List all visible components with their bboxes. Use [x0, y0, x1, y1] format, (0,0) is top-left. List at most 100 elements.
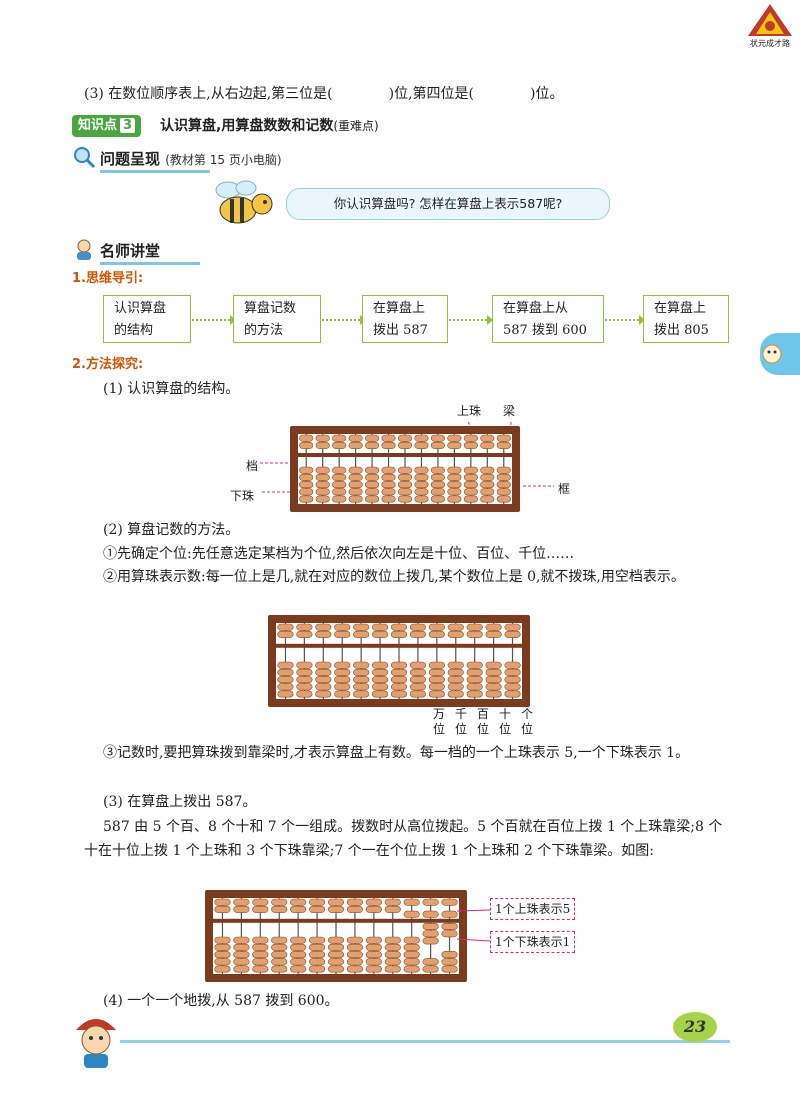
abacus-bead-lower	[334, 676, 351, 684]
abacus-bead-lower	[485, 668, 502, 676]
abacus-bead-lower	[384, 965, 401, 973]
abacus-bead-lower	[485, 690, 502, 698]
kp-number: 3	[120, 118, 136, 133]
abacus-bead-lower	[332, 481, 347, 489]
abacus-bead-lower	[422, 965, 439, 973]
abacus-bead-lower	[381, 488, 396, 496]
bee-mascot-icon	[210, 178, 280, 228]
abacus-bead-lower	[466, 683, 483, 691]
abacus-bead-lower	[348, 481, 363, 489]
abacus-bead-lower	[414, 481, 429, 489]
abacus-bead-upper	[334, 630, 351, 638]
abacus-bead-lower	[384, 943, 401, 951]
abacus-bead-upper	[422, 898, 439, 906]
place-label-ge: 个位	[520, 707, 533, 736]
place-label-shi: 十位	[498, 707, 511, 736]
abacus-bead-upper	[496, 441, 511, 449]
abacus-bead-lower	[315, 488, 330, 496]
teacher-icon	[72, 237, 96, 261]
abacus-bead-lower	[353, 683, 370, 691]
abacus-bead-lower	[414, 466, 429, 474]
abacus-bead-upper	[315, 441, 330, 449]
abacus-bead-upper	[409, 623, 426, 631]
abacus-bead-lower	[353, 668, 370, 676]
abacus-bead-upper	[346, 898, 363, 906]
abacus-bead-lower	[277, 683, 294, 691]
abacus-bead-lower	[480, 466, 495, 474]
abacus-bead-lower	[271, 951, 288, 959]
abacus-bead-lower	[309, 951, 326, 959]
abacus-bead-lower	[403, 936, 420, 944]
abacus-bead-lower	[496, 481, 511, 489]
abacus-bead-lower	[430, 466, 445, 474]
abacus-bead-lower	[299, 488, 314, 496]
abacus-bead-lower	[277, 676, 294, 684]
abacus-bead-upper	[485, 623, 502, 631]
abacus-bead-lower	[334, 668, 351, 676]
abacus-bead-upper	[504, 630, 521, 638]
abacus-bead-lower	[409, 668, 426, 676]
abacus-bead-upper	[480, 434, 495, 442]
abacus-bead-upper	[327, 898, 345, 906]
abacus-bead-lower	[441, 930, 458, 938]
flow-step-5: 在算盘上拨出 805	[643, 295, 729, 343]
abacus-bead-lower	[466, 661, 483, 669]
abacus-bead-lower	[441, 922, 458, 930]
abacus-bead-lower	[430, 481, 445, 489]
flow-line: 的方法	[244, 323, 284, 338]
abacus-bead-upper	[390, 623, 408, 631]
abacus-bead-upper	[384, 905, 401, 913]
abacus-bead-upper	[504, 623, 521, 631]
abacus-bead-lower	[463, 488, 478, 496]
page-number: 23	[673, 1012, 717, 1042]
abacus-bead-upper	[463, 441, 478, 449]
abacus-bead-lower	[447, 676, 464, 684]
abacus-bead-lower	[365, 473, 380, 481]
abacus-bead-lower	[290, 951, 307, 959]
label-lower-bead: 下珠	[230, 489, 255, 503]
abacus-bead-lower	[252, 965, 269, 973]
abacus-bead-lower	[480, 473, 495, 481]
callout-lower-bead: 1个下珠表示1	[490, 931, 576, 953]
abacus-bead-lower	[277, 668, 294, 676]
flow-step-2: 算盘记数的方法	[233, 295, 321, 343]
abacus-bead-lower	[309, 958, 326, 966]
abacus-bead-lower	[447, 661, 464, 669]
abacus-bead-lower	[365, 481, 380, 489]
abacus-bead-lower	[397, 466, 413, 474]
abacus-bead-lower	[409, 683, 426, 691]
abacus-bead-upper	[296, 630, 313, 638]
abacus-bead-lower	[296, 668, 313, 676]
abacus-bead-lower	[447, 495, 462, 503]
abacus-bead-lower	[332, 495, 347, 503]
abacus-bead-upper	[441, 910, 458, 918]
flow-line: 在算盘上	[654, 301, 707, 316]
kp-hint: (重难点)	[333, 119, 379, 133]
abacus-bead-lower	[290, 936, 307, 944]
abacus-bead-lower	[252, 958, 269, 966]
abacus-bead-lower	[441, 965, 458, 973]
abacus-bead-upper	[414, 441, 429, 449]
abacus-bead-upper	[365, 898, 382, 906]
footer-line	[120, 1040, 730, 1043]
abacus-bead-lower	[463, 481, 478, 489]
abacus-bead-upper	[381, 441, 396, 449]
abacus-bead-upper	[496, 434, 511, 442]
logo-text: 状元成才路	[750, 39, 790, 48]
abacus-bead-lower	[390, 683, 408, 691]
abacus-bead-lower	[428, 661, 445, 669]
abacus-bead-lower	[309, 936, 326, 944]
abacus-bead-lower	[397, 481, 413, 489]
abacus-bead-lower	[422, 937, 439, 945]
abacus-bead-upper	[447, 441, 462, 449]
abacus-bead-upper	[430, 441, 445, 449]
flow-step-3: 在算盘上拨出 587	[362, 295, 448, 343]
abacus-bead-lower	[403, 943, 420, 951]
abacus-bead-lower	[271, 958, 288, 966]
side-tab	[760, 333, 800, 375]
guide-heading: 1.思维导引:	[72, 271, 144, 286]
abacus-bead-lower	[353, 690, 370, 698]
abacus-bead-lower	[428, 683, 445, 691]
abacus-bead-lower	[430, 488, 445, 496]
